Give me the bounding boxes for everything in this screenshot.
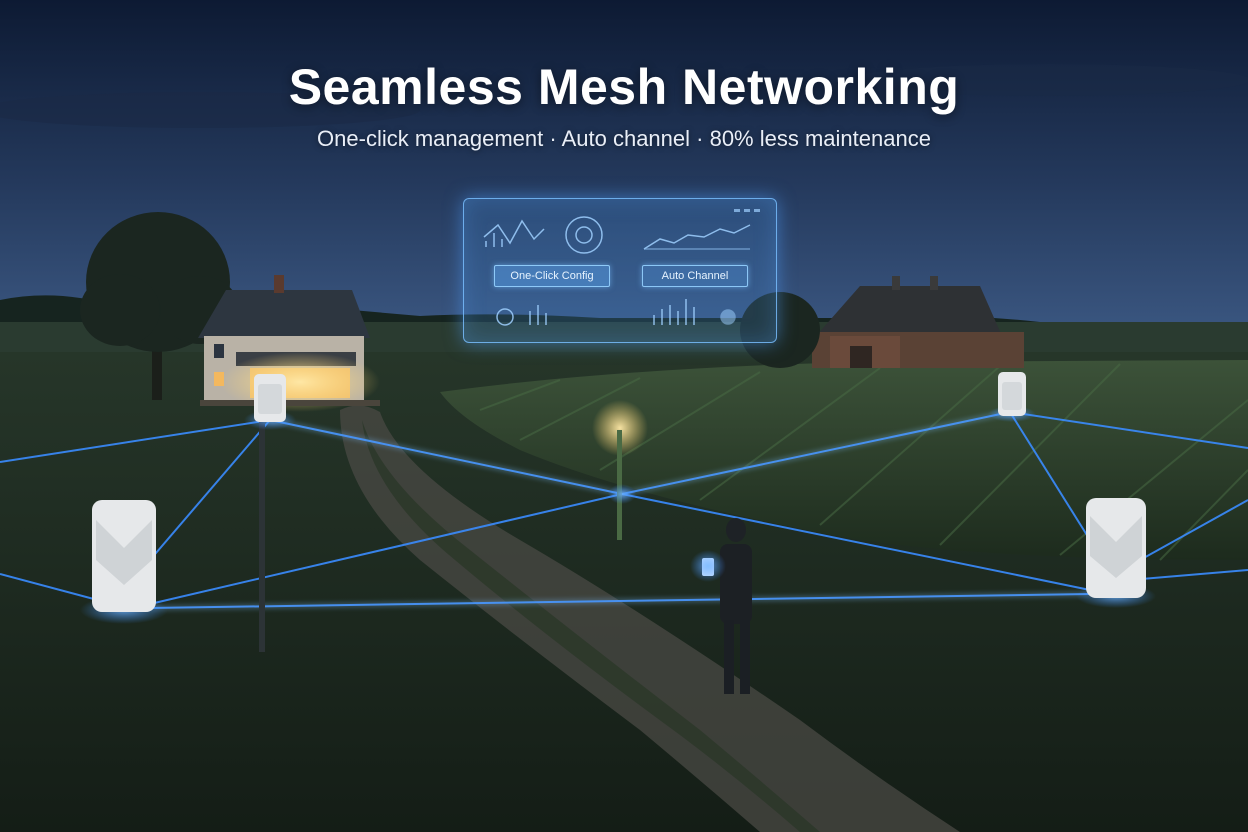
signal-bars-icon [529,305,547,325]
bar-icon [485,233,503,247]
access-point-left [80,500,168,624]
dashboard-graphics [483,209,760,326]
gauge-icon [565,216,603,254]
corn-light [592,400,648,456]
ap-pole [259,420,265,652]
person-with-tablet [690,518,752,694]
hero-subtitle: One-click management · Auto channel · 80… [317,126,931,151]
barn [812,276,1024,368]
hero-title: Seamless Mesh Networking [288,59,960,115]
bar-chart-icon [653,299,695,325]
tree-trunk [152,320,162,400]
area-chart-icon [643,224,751,250]
dot-icon [720,309,736,325]
cloud [0,92,420,128]
cloud [850,64,1248,96]
farmhouse [198,275,380,412]
tree-canopy [80,274,160,346]
mesh-hub-glow [608,484,636,504]
access-point-pole [244,374,296,430]
holographic-dashboard: One-Click Config Auto Channel [463,198,777,343]
one-click-config-button[interactable]: One-Click Config [494,265,610,287]
auto-channel-button[interactable]: Auto Channel [642,265,748,287]
access-point-right [1076,498,1156,608]
status-ring-icon [496,308,514,326]
dirt-path [340,405,960,832]
line-chart-icon [483,219,545,245]
corn-field [440,360,1248,560]
access-point-barn [988,372,1036,422]
barn-tree [740,292,820,368]
